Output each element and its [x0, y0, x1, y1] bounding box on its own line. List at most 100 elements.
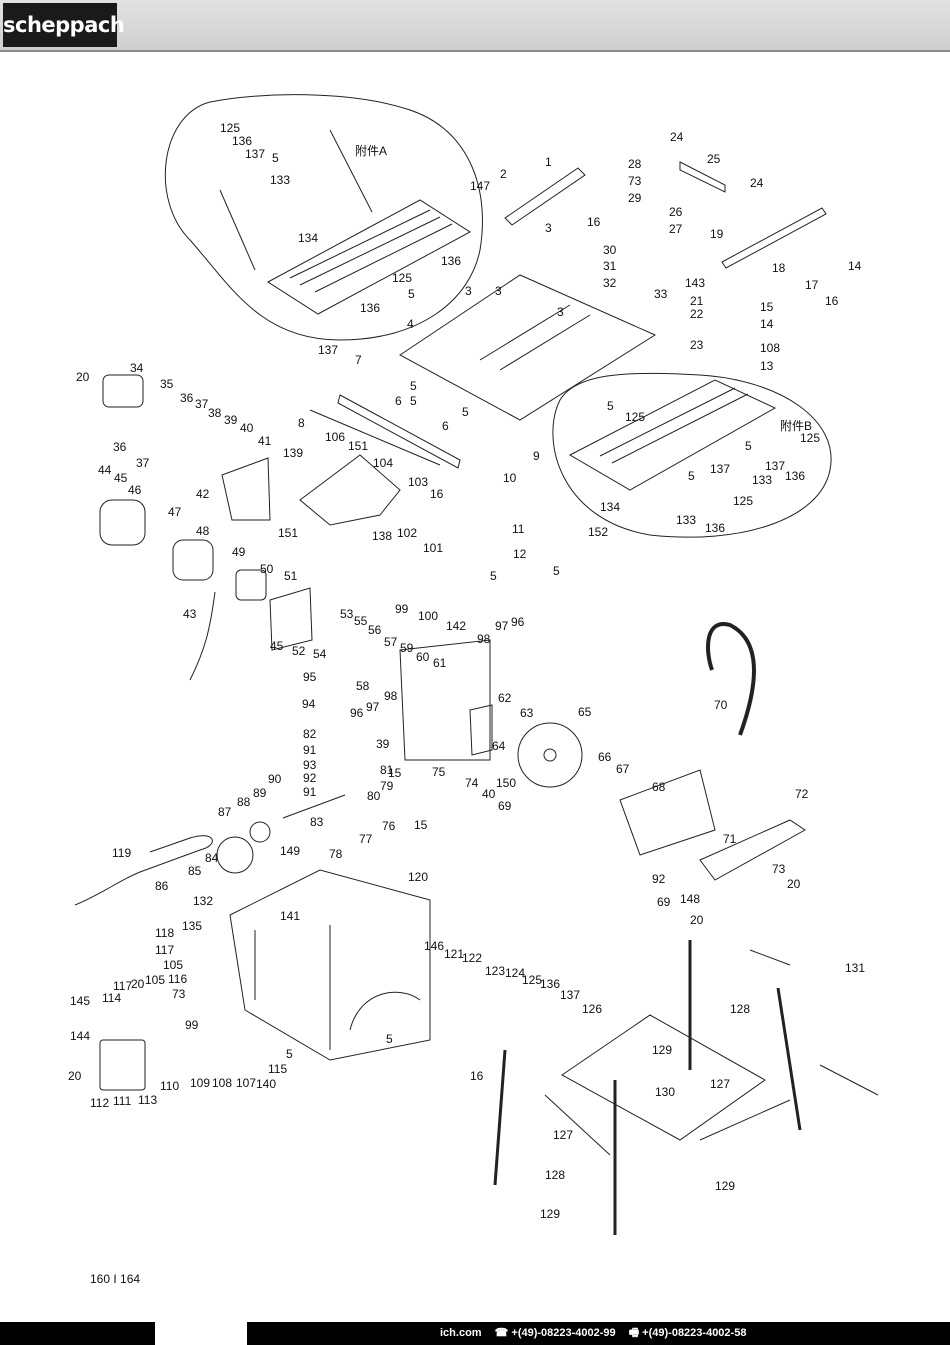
part-label: 51: [284, 569, 298, 583]
part-label: 109: [190, 1076, 210, 1090]
part-label: 75: [432, 765, 446, 779]
part-label: 133: [752, 473, 772, 487]
part-label: 16: [587, 215, 601, 229]
part-label: 81: [380, 763, 394, 777]
part-label: 130: [655, 1085, 675, 1099]
part-label: 9: [533, 449, 540, 463]
part-label: 103: [408, 475, 428, 489]
part-label: 110: [160, 1079, 179, 1093]
part-label: 136: [705, 521, 725, 535]
part-label: 55: [354, 614, 368, 628]
part-label: 140: [256, 1077, 276, 1091]
part-label: 93: [303, 758, 317, 772]
part-label: 28: [628, 157, 642, 171]
part-label: 73: [772, 862, 786, 876]
part-label: 20: [76, 370, 90, 384]
part-label: 118: [155, 926, 174, 940]
part-label: 24: [670, 130, 684, 144]
footer-web[interactable]: ich.com: [440, 1327, 482, 1339]
part-label: 92: [652, 872, 666, 886]
part-label: 132: [193, 894, 213, 908]
part-label: 20: [68, 1069, 82, 1083]
part-label: 96: [511, 615, 525, 629]
part-label: 20: [690, 913, 704, 927]
part-label: 137: [245, 147, 265, 161]
part-label: 15: [414, 818, 428, 832]
part-label: 127: [710, 1077, 730, 1091]
part-label: 6: [395, 394, 402, 408]
part-label: 126: [582, 1002, 602, 1016]
part-label: 26: [669, 205, 683, 219]
part-label: 145: [70, 994, 90, 1008]
footer-block-right: [247, 1322, 950, 1345]
part-label: 119: [112, 846, 131, 860]
part-label: 147: [470, 179, 490, 193]
part-label: 24: [750, 176, 764, 190]
part-label: 37: [136, 456, 150, 470]
part-label: 91: [303, 743, 317, 757]
part-label: 16: [430, 487, 444, 501]
part-label: 125: [522, 973, 542, 987]
part-label: 36: [180, 391, 194, 405]
part-label: 30: [603, 243, 617, 257]
part-label: 146: [424, 939, 444, 953]
footer-phone: ☎ +(49)-08223-4002-99: [494, 1327, 616, 1339]
part-label: 129: [540, 1207, 560, 1221]
part-label: 63: [520, 706, 534, 720]
part-label: 2: [500, 167, 507, 181]
part-label: 37: [195, 397, 209, 411]
part-label: 137: [560, 988, 580, 1002]
part-label: 137: [710, 462, 730, 476]
footer-contact: ich.com ☎ +(49)-08223-4002-99 🖷 +(49)-08…: [440, 1322, 756, 1345]
part-label: 124: [505, 966, 525, 980]
part-label: 136: [540, 977, 560, 991]
part-label: 125: [220, 121, 240, 135]
part-label: 92: [303, 771, 317, 785]
part-label: 151: [348, 439, 368, 453]
part-label: 59: [400, 641, 414, 655]
part-label: 42: [196, 487, 210, 501]
part-label: 80: [367, 789, 381, 803]
part-label: 129: [715, 1179, 735, 1193]
part-label: 152: [588, 525, 608, 539]
part-label: 45: [270, 639, 284, 653]
part-label: 136: [785, 469, 805, 483]
part-label: 98: [384, 689, 398, 703]
part-label: 106: [325, 430, 345, 444]
part-label: 40: [240, 421, 254, 435]
part-label: 120: [408, 870, 428, 884]
part-label: 17: [805, 278, 819, 292]
part-label: 11: [512, 522, 525, 536]
page-header: scheppach: [0, 0, 950, 52]
part-label: 41: [258, 434, 272, 448]
part-label: 5: [410, 394, 417, 408]
part-label: 71: [723, 832, 737, 846]
part-label: 5: [286, 1047, 293, 1061]
part-label: 128: [730, 1002, 750, 1016]
part-label: 1: [545, 155, 552, 169]
part-label: 39: [224, 413, 238, 427]
part-label: 4: [407, 317, 414, 331]
part-label: 15: [760, 300, 774, 314]
part-label: 125: [800, 431, 820, 445]
part-label: 3: [545, 221, 552, 235]
part-label: 74: [465, 776, 479, 790]
part-label: 64: [492, 739, 506, 753]
part-label: 20: [787, 877, 801, 891]
part-label: 88: [237, 795, 251, 809]
part-label: 105: [163, 958, 183, 972]
part-label: 89: [253, 786, 267, 800]
part-label: 90: [268, 772, 282, 786]
part-label: 50: [260, 562, 274, 576]
part-label: 95: [303, 670, 317, 684]
part-label: 36: [113, 440, 127, 454]
part-label: 47: [168, 505, 182, 519]
part-label: 113: [138, 1093, 157, 1107]
part-label: 21: [690, 294, 704, 308]
part-label: 97: [495, 619, 509, 633]
part-label: 100: [418, 609, 438, 623]
part-label: 66: [598, 750, 612, 764]
part-label: 29: [628, 191, 642, 205]
part-label: 3: [557, 305, 564, 319]
part-label: 125: [733, 494, 753, 508]
